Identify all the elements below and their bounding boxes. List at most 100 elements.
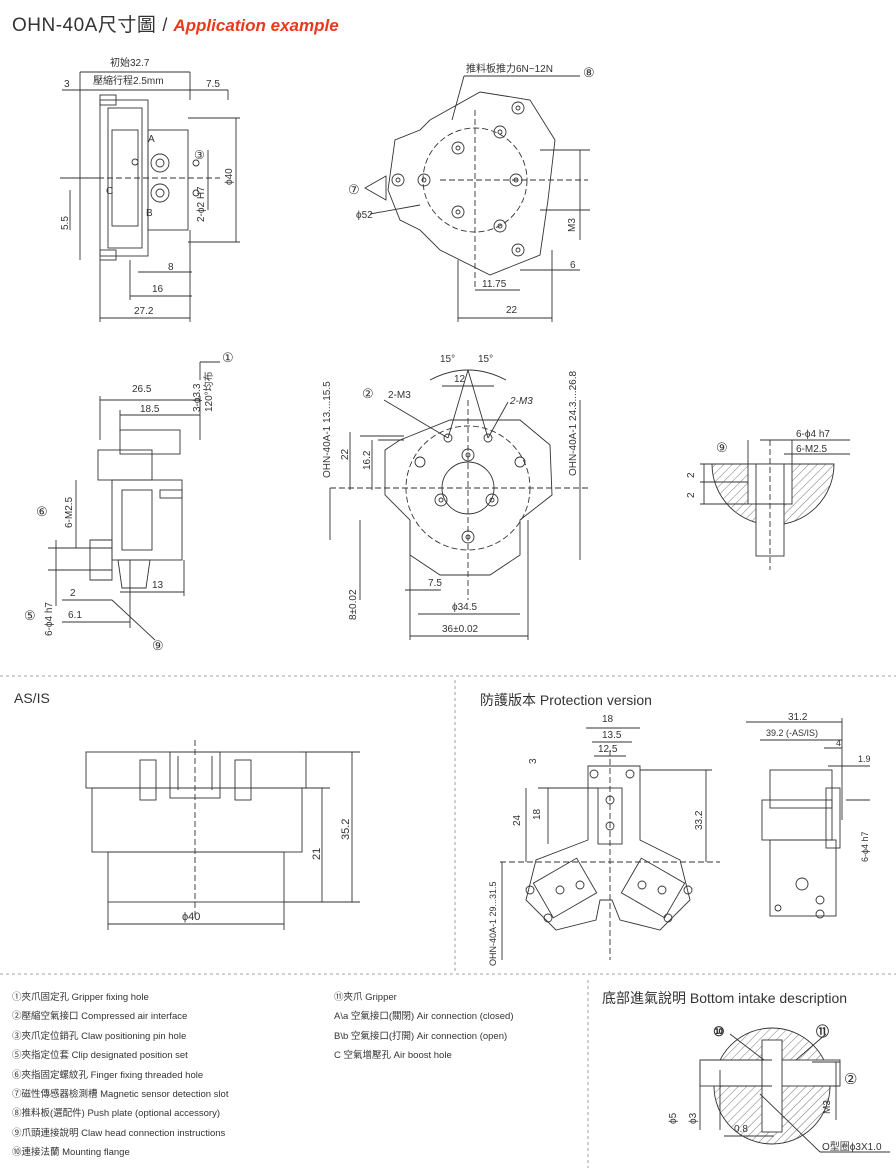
prot-dim-3: 3 — [528, 758, 539, 764]
dim-22: 22 — [340, 448, 351, 460]
model-title: OHN-40A尺寸圖 — [12, 15, 157, 36]
callout-6: ⑥ — [36, 504, 48, 519]
legend-item: C 空氣增壓孔 Air boost hole — [334, 1050, 452, 1062]
dim-6: 6 — [570, 260, 576, 271]
callout-3: ③ — [194, 148, 205, 162]
asis-title: AS/IS — [14, 690, 50, 706]
dim-22: 22 — [506, 305, 518, 316]
asis-labels: 35.2 21 ϕ40 — [182, 819, 352, 923]
legend-item: A\a 空氣接口(關閉) Air connection (closed) — [334, 1011, 514, 1023]
m3-thread: M3 — [567, 218, 578, 232]
port-B: B — [146, 208, 153, 219]
bottom-view-labels: 15° 15° 12 ② 2-M3 2-M3 22 16.2 OHN-40A-1… — [322, 354, 579, 635]
intake-view — [699, 1027, 890, 1153]
dim-7-5: 7.5 — [206, 79, 220, 90]
dim-6-1: 6.1 — [68, 610, 82, 621]
prot-dim-13-5: 13.5 — [602, 730, 622, 741]
front-view-labels: 推料板推力6N~12N ⑧ ⑦ ϕ52 M3 6 11.75 22 — [348, 62, 595, 316]
legend-item: ⑨爪頭連接說明 Claw head connection instruction… — [12, 1127, 226, 1139]
legend-item: ⑤夾指定位套 Clip designated position set — [12, 1050, 188, 1062]
protection-title: 防護版本 Protection version — [480, 692, 652, 708]
port-A: A — [148, 134, 155, 145]
fix-holes: 3-ϕ3.3 — [192, 383, 203, 412]
prot-dim-18v: 18 — [532, 808, 543, 820]
protection-front — [500, 727, 720, 960]
dim-3: 3 — [64, 79, 70, 90]
dim-8: 8 — [168, 262, 174, 273]
m3-left: 2-M3 — [388, 390, 411, 401]
detail-dim-2b: 2 — [686, 492, 697, 498]
angle-left: 15° — [440, 354, 455, 365]
phi-52: ϕ52 — [356, 210, 373, 221]
legend-item: ⑩連接法蘭 Mounting flange — [12, 1147, 130, 1159]
compress-stroke: 壓縮行程2.5mm — [93, 74, 164, 87]
prot-dim-12-5: 12.5 — [598, 744, 618, 755]
intake-labels: ⑩ ⑪ ② ϕ5 ϕ3 0.8 M3 O型圈ϕ3X1.0 — [668, 1024, 882, 1153]
legend-item: B\b 空氣接口(打開) Air connection (open) — [334, 1030, 508, 1042]
intake-callout-11: ⑪ — [816, 1024, 829, 1039]
dim-27-2: 27.2 — [134, 306, 154, 317]
prot-dim-33-2: 33.2 — [694, 810, 705, 830]
legend-list-2: ⑪夾爪 Gripper A\a 空氣接口(關閉) Air connection … — [334, 988, 514, 1066]
intake-m3: M3 — [822, 1100, 833, 1114]
callout-9: ⑨ — [152, 638, 164, 653]
side-view-labels: ① 3-ϕ3.3 120°均布 26.5 18.5 ⑥ 6-M2.5 2 13 … — [24, 350, 234, 653]
asis-phi-40: ϕ40 — [182, 911, 200, 923]
initial-length: 初始32.7 — [110, 56, 150, 69]
legend-item: ⑥夾指固定螺紋孔 Finger fixing threaded hole — [12, 1069, 204, 1081]
callout-9-detail: ⑨ — [716, 440, 728, 455]
dim-12: 12 — [454, 374, 466, 385]
protection-side — [746, 718, 870, 919]
even-spacing: 120°均布 — [203, 371, 215, 412]
asis-view — [85, 740, 360, 930]
prot-range: OHN-40A-1 29...31.5 — [488, 881, 498, 966]
dim-11-75: 11.75 — [482, 279, 507, 290]
detail-view-labels: ⑨ 6-ϕ4 h7 6-M2.5 2 2 — [686, 429, 830, 498]
m3-right: 2-M3 — [509, 396, 533, 407]
prot-dim-18: 18 — [602, 714, 614, 725]
bottom-view — [329, 369, 590, 640]
protection-labels: 18 13.5 12.5 3 24 18 33.2 OHN-40A-1 29..… — [488, 712, 871, 966]
dim-13: 13 — [152, 580, 164, 591]
legend-list: ①夾爪固定孔 Gripper fixing hole ②壓縮空氣接口 Compr… — [12, 988, 228, 1163]
intake-callout-2: ② — [844, 1071, 857, 1088]
range-right: OHN-40A-1 24.3....26.8 — [568, 371, 579, 476]
legend-item: ⑧推料板(選配件) Push plate (optional accessory… — [12, 1108, 221, 1120]
phi-34-5: ϕ34.5 — [452, 602, 478, 613]
dim-8: 8±0.02 — [348, 589, 359, 620]
callout-1: ① — [222, 350, 234, 365]
angle-right: 15° — [478, 354, 493, 365]
top-view-labels: 初始32.7 壓縮行程2.5mm 3 7.5 A B C ③ 8 16 27.2… — [60, 56, 235, 317]
intake-dim-0-8: 0.8 — [734, 1124, 748, 1135]
asis-dim-35-2: 35.2 — [340, 819, 352, 840]
dim-7-5: 7.5 — [428, 578, 442, 589]
prot-dim-24: 24 — [512, 814, 523, 826]
dim-5-5: 5.5 — [60, 216, 71, 230]
intake-oring: O型圈ϕ3X1.0 — [822, 1140, 882, 1153]
detail-dim-2a: 2 — [686, 472, 697, 478]
legend-item: ⑦磁性傳感器檢測槽 Magnetic sensor detection slot — [12, 1089, 229, 1101]
range-left: OHN-40A-1 13....15.5 — [322, 381, 333, 478]
dim-36: 36±0.02 — [442, 624, 479, 635]
dim-16: 16 — [152, 284, 164, 295]
dim-26-5: 26.5 — [132, 384, 152, 395]
callout-7: ⑦ — [348, 182, 360, 197]
dim-16-2: 16.2 — [362, 450, 373, 470]
locating-sleeve: 6-ϕ4 h7 — [44, 602, 55, 636]
callout-5: ⑤ — [24, 608, 36, 623]
top-view — [60, 71, 240, 322]
dim-2: 2 — [70, 588, 76, 599]
intake-title: 底部進氣說明 Bottom intake description — [602, 990, 848, 1006]
legend-item: ⑪夾爪 Gripper — [334, 992, 397, 1003]
asis-dim-21: 21 — [311, 848, 323, 860]
intake-phi-5: ϕ5 — [668, 1112, 679, 1124]
intake-phi-3: ϕ3 — [688, 1112, 699, 1124]
dim-18-5: 18.5 — [140, 404, 160, 415]
prot-dim-39-2: 39.2 (-AS/IS) — [766, 728, 818, 738]
pin-holes: 2-ϕ2 H7 — [196, 186, 207, 222]
prot-dim-31-2: 31.2 — [788, 712, 808, 723]
push-force: 推料板推力6N~12N — [466, 62, 553, 75]
application-example-title: Application example — [173, 16, 339, 35]
thread-m2-5: 6-M2.5 — [64, 496, 75, 528]
